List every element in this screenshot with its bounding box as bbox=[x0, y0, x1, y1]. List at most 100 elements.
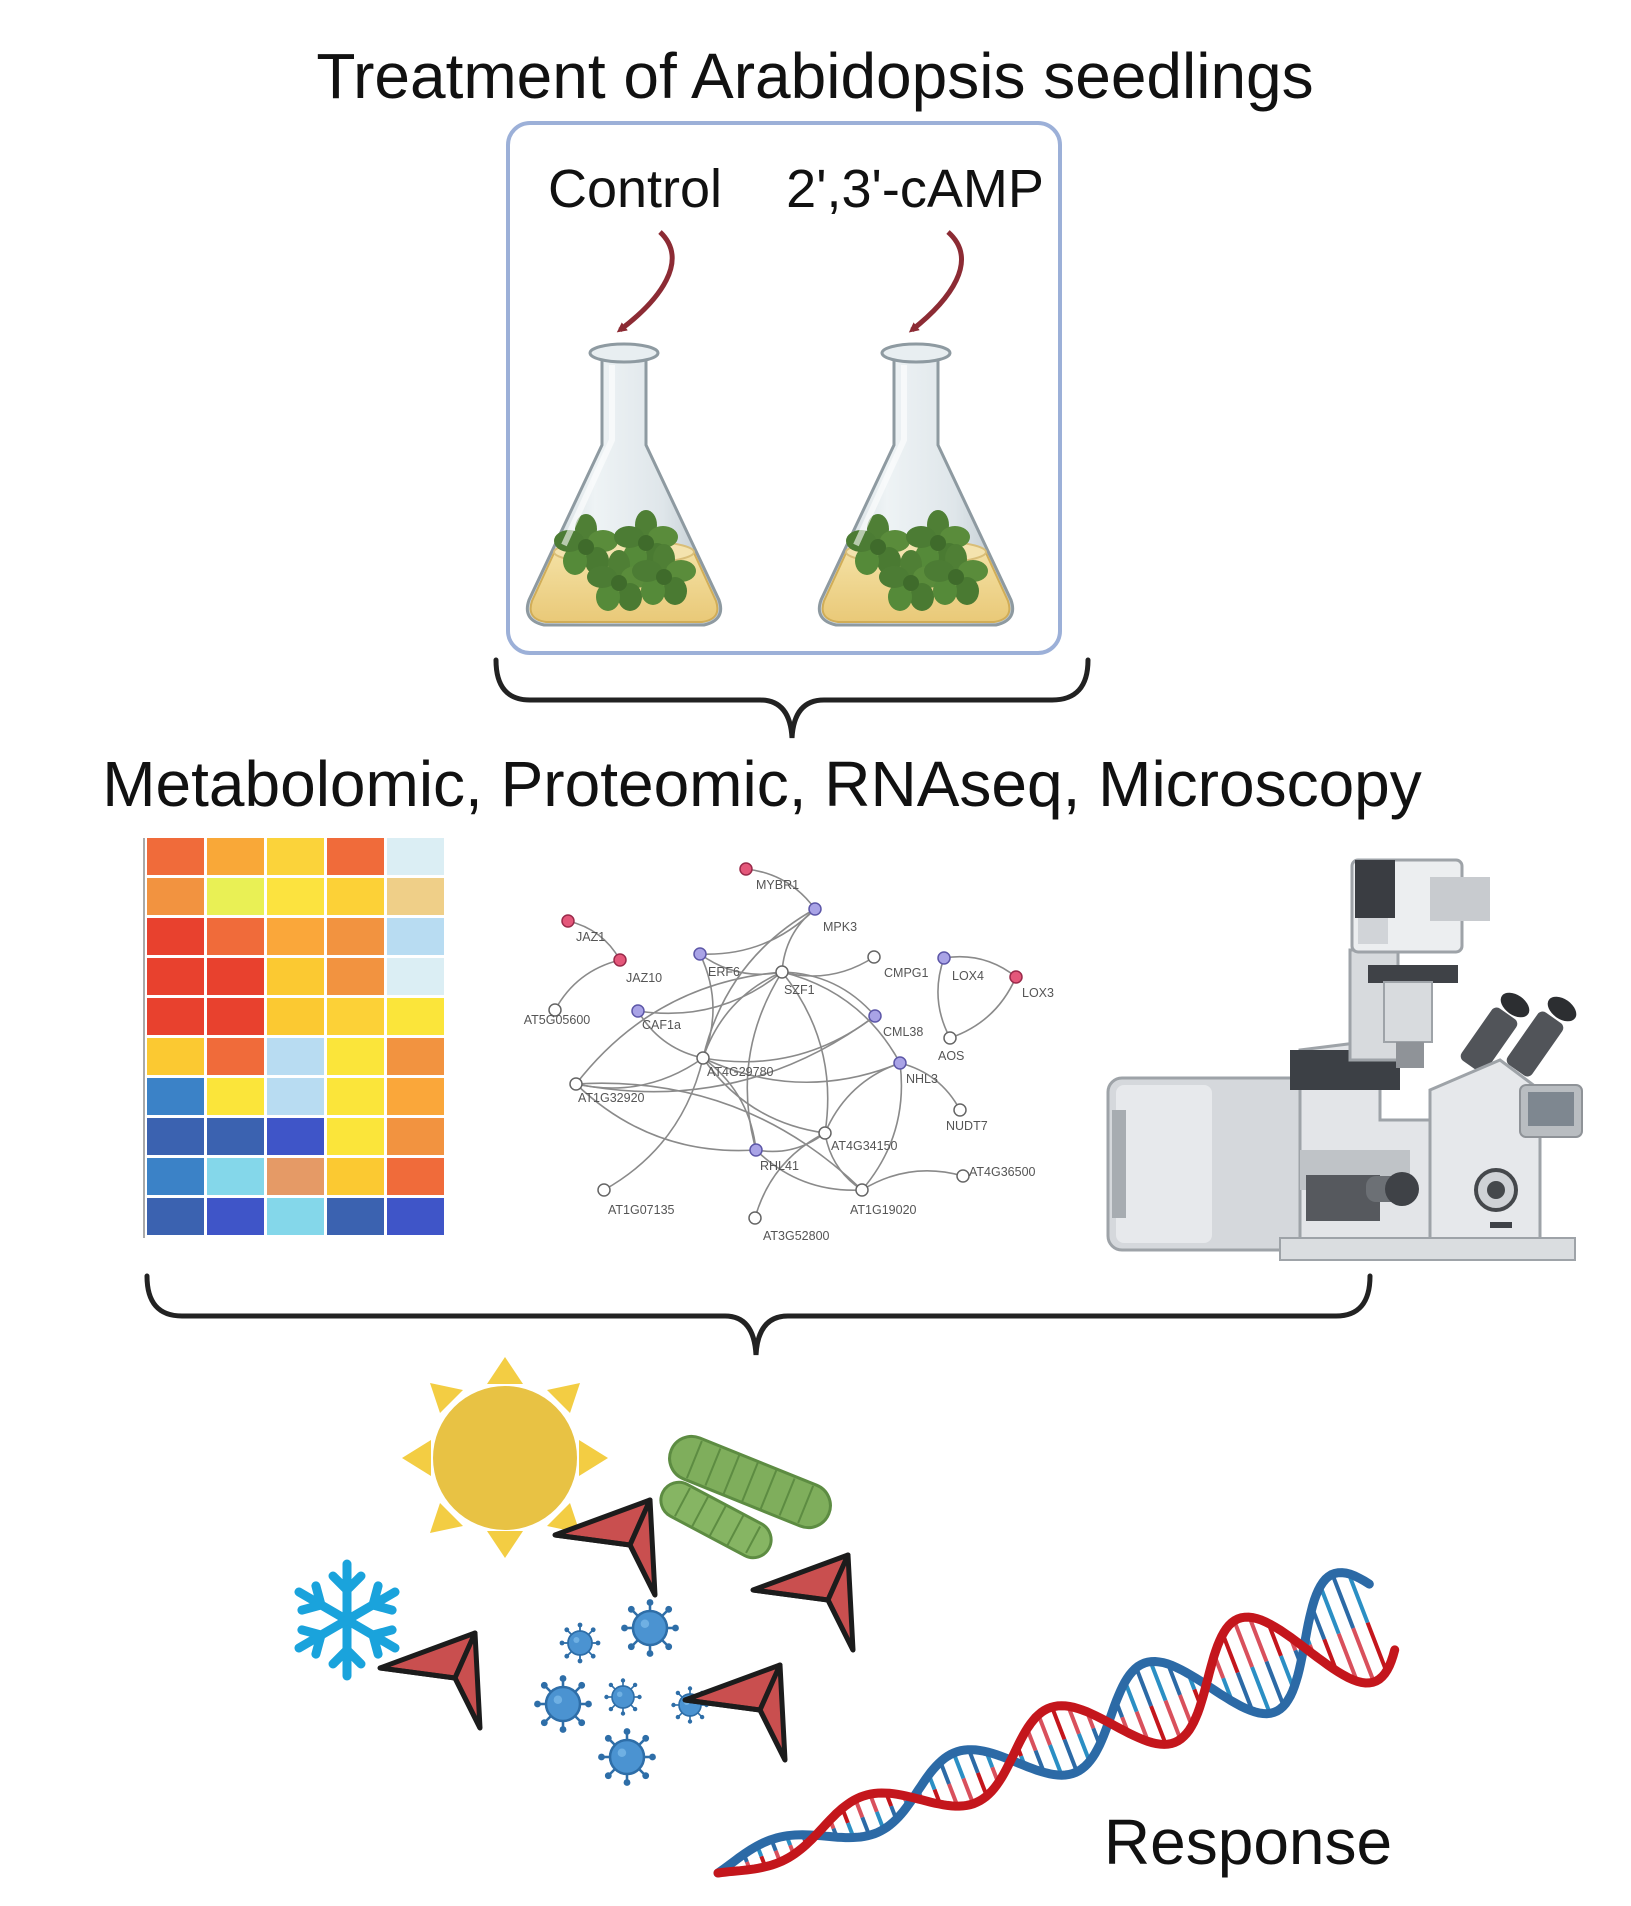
dna-base-pair bbox=[1050, 1706, 1067, 1741]
dna-base-pair bbox=[1351, 1627, 1376, 1683]
network-node-label: AOS bbox=[938, 1049, 964, 1063]
dna-base-pair bbox=[951, 1752, 966, 1780]
network-edge bbox=[781, 971, 876, 1017]
network-node-label: LOX3 bbox=[1022, 986, 1054, 1000]
network-node bbox=[937, 951, 951, 965]
dna-base-pair bbox=[1346, 1573, 1370, 1624]
network-node bbox=[956, 1169, 970, 1183]
heatmap bbox=[143, 838, 444, 1238]
network-edge bbox=[754, 1132, 826, 1219]
network-node-label: JAZ10 bbox=[626, 971, 662, 985]
network-node bbox=[818, 1126, 832, 1140]
dna-base-pair bbox=[1048, 1744, 1064, 1776]
dna-base-pair bbox=[1149, 1705, 1168, 1746]
network-node-label: MYBR1 bbox=[756, 878, 799, 892]
network-node-label: LOX4 bbox=[952, 969, 984, 983]
dna-base-pair bbox=[1036, 1714, 1052, 1746]
network-node bbox=[775, 965, 789, 979]
heatmap-cell bbox=[207, 1158, 264, 1195]
network-edge bbox=[949, 976, 1017, 1039]
network-node-label: NUDT7 bbox=[946, 1119, 988, 1133]
network-node bbox=[613, 953, 627, 967]
heatmap-cell bbox=[267, 1158, 324, 1195]
network-node bbox=[739, 862, 753, 876]
network-edge bbox=[699, 908, 816, 955]
dna-strand bbox=[713, 1612, 1400, 1878]
network-edge bbox=[702, 1057, 826, 1134]
control-curved-arrow bbox=[616, 230, 675, 333]
network-node-label: AT1G07135 bbox=[608, 1203, 675, 1217]
network-node-label: AT5G05600 bbox=[524, 1013, 591, 1027]
heatmap-cell bbox=[147, 918, 204, 955]
network-node bbox=[696, 1051, 710, 1065]
heatmap-cell bbox=[207, 1198, 264, 1235]
heatmap-cell bbox=[207, 878, 264, 915]
network-node bbox=[569, 1077, 583, 1091]
dna-base-pair bbox=[1318, 1585, 1341, 1635]
heatmap-cell bbox=[327, 1078, 384, 1115]
dna-base-pair bbox=[1134, 1667, 1153, 1707]
dna-base-pair bbox=[1365, 1621, 1389, 1673]
methods-label: Metabolomic, Proteomic, RNAseq, Microsco… bbox=[102, 748, 1422, 820]
dna-strand bbox=[713, 1568, 1374, 1878]
network-edge bbox=[861, 1170, 964, 1191]
network-edge bbox=[702, 1057, 901, 1084]
microscope-icon bbox=[1106, 858, 1583, 1261]
control-label: Control bbox=[548, 159, 722, 219]
heatmap-cell bbox=[207, 958, 264, 995]
heatmap-cell bbox=[267, 958, 324, 995]
heatmap-cell bbox=[207, 1038, 264, 1075]
heatmap-cell bbox=[267, 838, 324, 875]
network-node-label: AT4G34150 bbox=[831, 1139, 898, 1153]
network-edge bbox=[745, 868, 816, 910]
heatmap-cell bbox=[267, 1038, 324, 1075]
network-node bbox=[893, 1056, 907, 1070]
snowflake-icon bbox=[294, 1559, 400, 1681]
heatmap-cell bbox=[147, 878, 204, 915]
heatmap-cell bbox=[147, 1078, 204, 1115]
heatmap-cell bbox=[327, 958, 384, 995]
heatmap-cell bbox=[327, 1198, 384, 1235]
network-node bbox=[749, 1143, 763, 1157]
heatmap-cell bbox=[387, 1198, 444, 1235]
network-node-label: ERF6 bbox=[708, 965, 740, 979]
heatmap-cell bbox=[147, 1198, 204, 1235]
heatmap-cell bbox=[147, 958, 204, 995]
heatmap-cell bbox=[387, 918, 444, 955]
diagram-title: Treatment of Arabidopsis seedlings bbox=[316, 40, 1313, 112]
network-edge bbox=[899, 1062, 961, 1111]
network-edge bbox=[861, 1062, 903, 1191]
heatmap-cell bbox=[147, 1038, 204, 1075]
dna-base-pair bbox=[1250, 1666, 1272, 1715]
dna-base-pair bbox=[1247, 1616, 1269, 1663]
response-label: Response bbox=[1104, 1806, 1392, 1878]
network-edge bbox=[603, 1057, 704, 1191]
dna-base-pair bbox=[1235, 1671, 1255, 1712]
heatmap-cell bbox=[267, 878, 324, 915]
network-node-label: AT1G19020 bbox=[850, 1203, 917, 1217]
heatmap-cell bbox=[327, 1118, 384, 1155]
dna-base-pair bbox=[1163, 1699, 1183, 1741]
heatmap-cell bbox=[327, 998, 384, 1035]
stimulus-arrow-caterpillar bbox=[753, 1555, 853, 1650]
network-node bbox=[548, 1003, 562, 1017]
heatmap-cell bbox=[267, 998, 324, 1035]
heatmap-cell bbox=[207, 998, 264, 1035]
network-node-label: CMPG1 bbox=[884, 966, 929, 980]
network-edge bbox=[824, 1132, 863, 1191]
heatmap-cell bbox=[327, 1158, 384, 1195]
treated-label: 2',3'-cAMP bbox=[786, 159, 1044, 219]
network-edge bbox=[755, 1149, 863, 1192]
network-node bbox=[748, 1211, 762, 1225]
network-node-label: JAZ1 bbox=[576, 930, 605, 944]
heatmap-cell bbox=[207, 918, 264, 955]
network-node bbox=[561, 914, 575, 928]
heatmap-cell bbox=[327, 918, 384, 955]
network-node bbox=[868, 1009, 882, 1023]
dna-base-pair bbox=[1330, 1573, 1355, 1629]
network-edge bbox=[824, 1062, 901, 1134]
network-node bbox=[808, 902, 822, 916]
control-flask-icon bbox=[527, 344, 720, 625]
heatmap-cell bbox=[147, 838, 204, 875]
